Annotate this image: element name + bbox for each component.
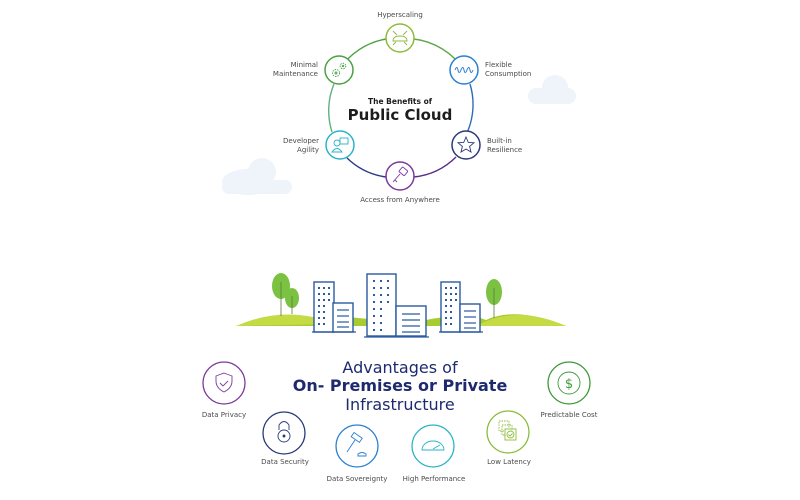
benefit-node-flexible-consumption — [449, 55, 479, 85]
shield-check-icon — [215, 372, 233, 393]
benefit-label-flexible-consumption: Flexible Consumption — [485, 61, 531, 79]
advantage-label-predictable-cost: Predictable Cost — [540, 411, 598, 419]
on-premises-title-line1: Advantages of — [342, 358, 458, 377]
dollar-icon: $ — [565, 377, 573, 392]
advantage-label-data-sovereignty: Data Sovereignty — [326, 475, 388, 483]
advantage-node-data-sovereignty — [335, 424, 379, 468]
public-cloud-title: Public Cloud — [347, 106, 453, 124]
advantage-label-high-performance: High Performance — [402, 475, 466, 483]
cloud-decoration-left — [222, 158, 292, 195]
public-cloud-subtitle: The Benefits of — [367, 97, 433, 106]
advantage-label-low-latency: Low Latency — [487, 458, 531, 466]
benefit-node-developer-agility — [325, 130, 355, 160]
label-line: Developer — [282, 137, 319, 145]
advantage-node-data-security — [262, 411, 306, 455]
padlock-icon — [277, 421, 291, 443]
benefit-node-access-from-anywhere — [385, 161, 415, 191]
layers-check-icon — [498, 420, 517, 441]
windows-center — [373, 280, 389, 331]
advantage-label-data-privacy: Data Privacy — [201, 411, 247, 419]
label-line: Built-in — [487, 137, 512, 145]
on-premises-title-line2: On- Premises or Private — [292, 376, 508, 395]
benefit-label-minimal-maintenance: Minimal Maintenance — [273, 61, 318, 79]
skyline-illustration — [236, 273, 566, 338]
benefit-label-developer-agility: Developer Agility — [283, 137, 319, 155]
gears-icon — [332, 62, 347, 77]
label-line: Minimal — [290, 61, 318, 69]
benefit-node-built-in-resilience — [451, 130, 481, 160]
label-line: Maintenance — [272, 70, 318, 78]
advantage-node-high-performance — [411, 424, 455, 468]
gavel-icon — [346, 431, 367, 457]
windows-right — [445, 287, 457, 325]
speedometer-icon — [421, 440, 445, 451]
advantage-label-data-security: Data Security — [261, 458, 309, 466]
benefit-node-minimal-maintenance — [324, 55, 354, 85]
advantage-node-low-latency — [486, 410, 530, 454]
windows-left — [318, 287, 330, 325]
wave-icon — [454, 67, 474, 73]
advantage-node-data-privacy — [202, 361, 246, 405]
star-icon — [456, 135, 476, 153]
advantage-node-predictable-cost: $ — [547, 361, 591, 405]
label-line: Consumption — [485, 70, 532, 78]
benefit-label-hyperscaling: Hyperscaling — [377, 11, 423, 19]
label-line: Flexible — [485, 61, 512, 69]
cloud-decoration-right — [528, 75, 576, 104]
benefit-label-built-in-resilience: Built-in Resilience — [487, 137, 522, 155]
label-line: Resilience — [487, 146, 523, 154]
hyperscaling-icon — [392, 30, 408, 46]
developer-icon — [331, 137, 349, 153]
benefit-label-access-from-anywhere: Access from Anywhere — [360, 196, 440, 204]
label-line: Agility — [297, 146, 319, 154]
on-premises-title-line3: Infrastructure — [345, 395, 455, 414]
key-icon — [392, 166, 409, 183]
benefit-node-hyperscaling — [385, 23, 415, 53]
